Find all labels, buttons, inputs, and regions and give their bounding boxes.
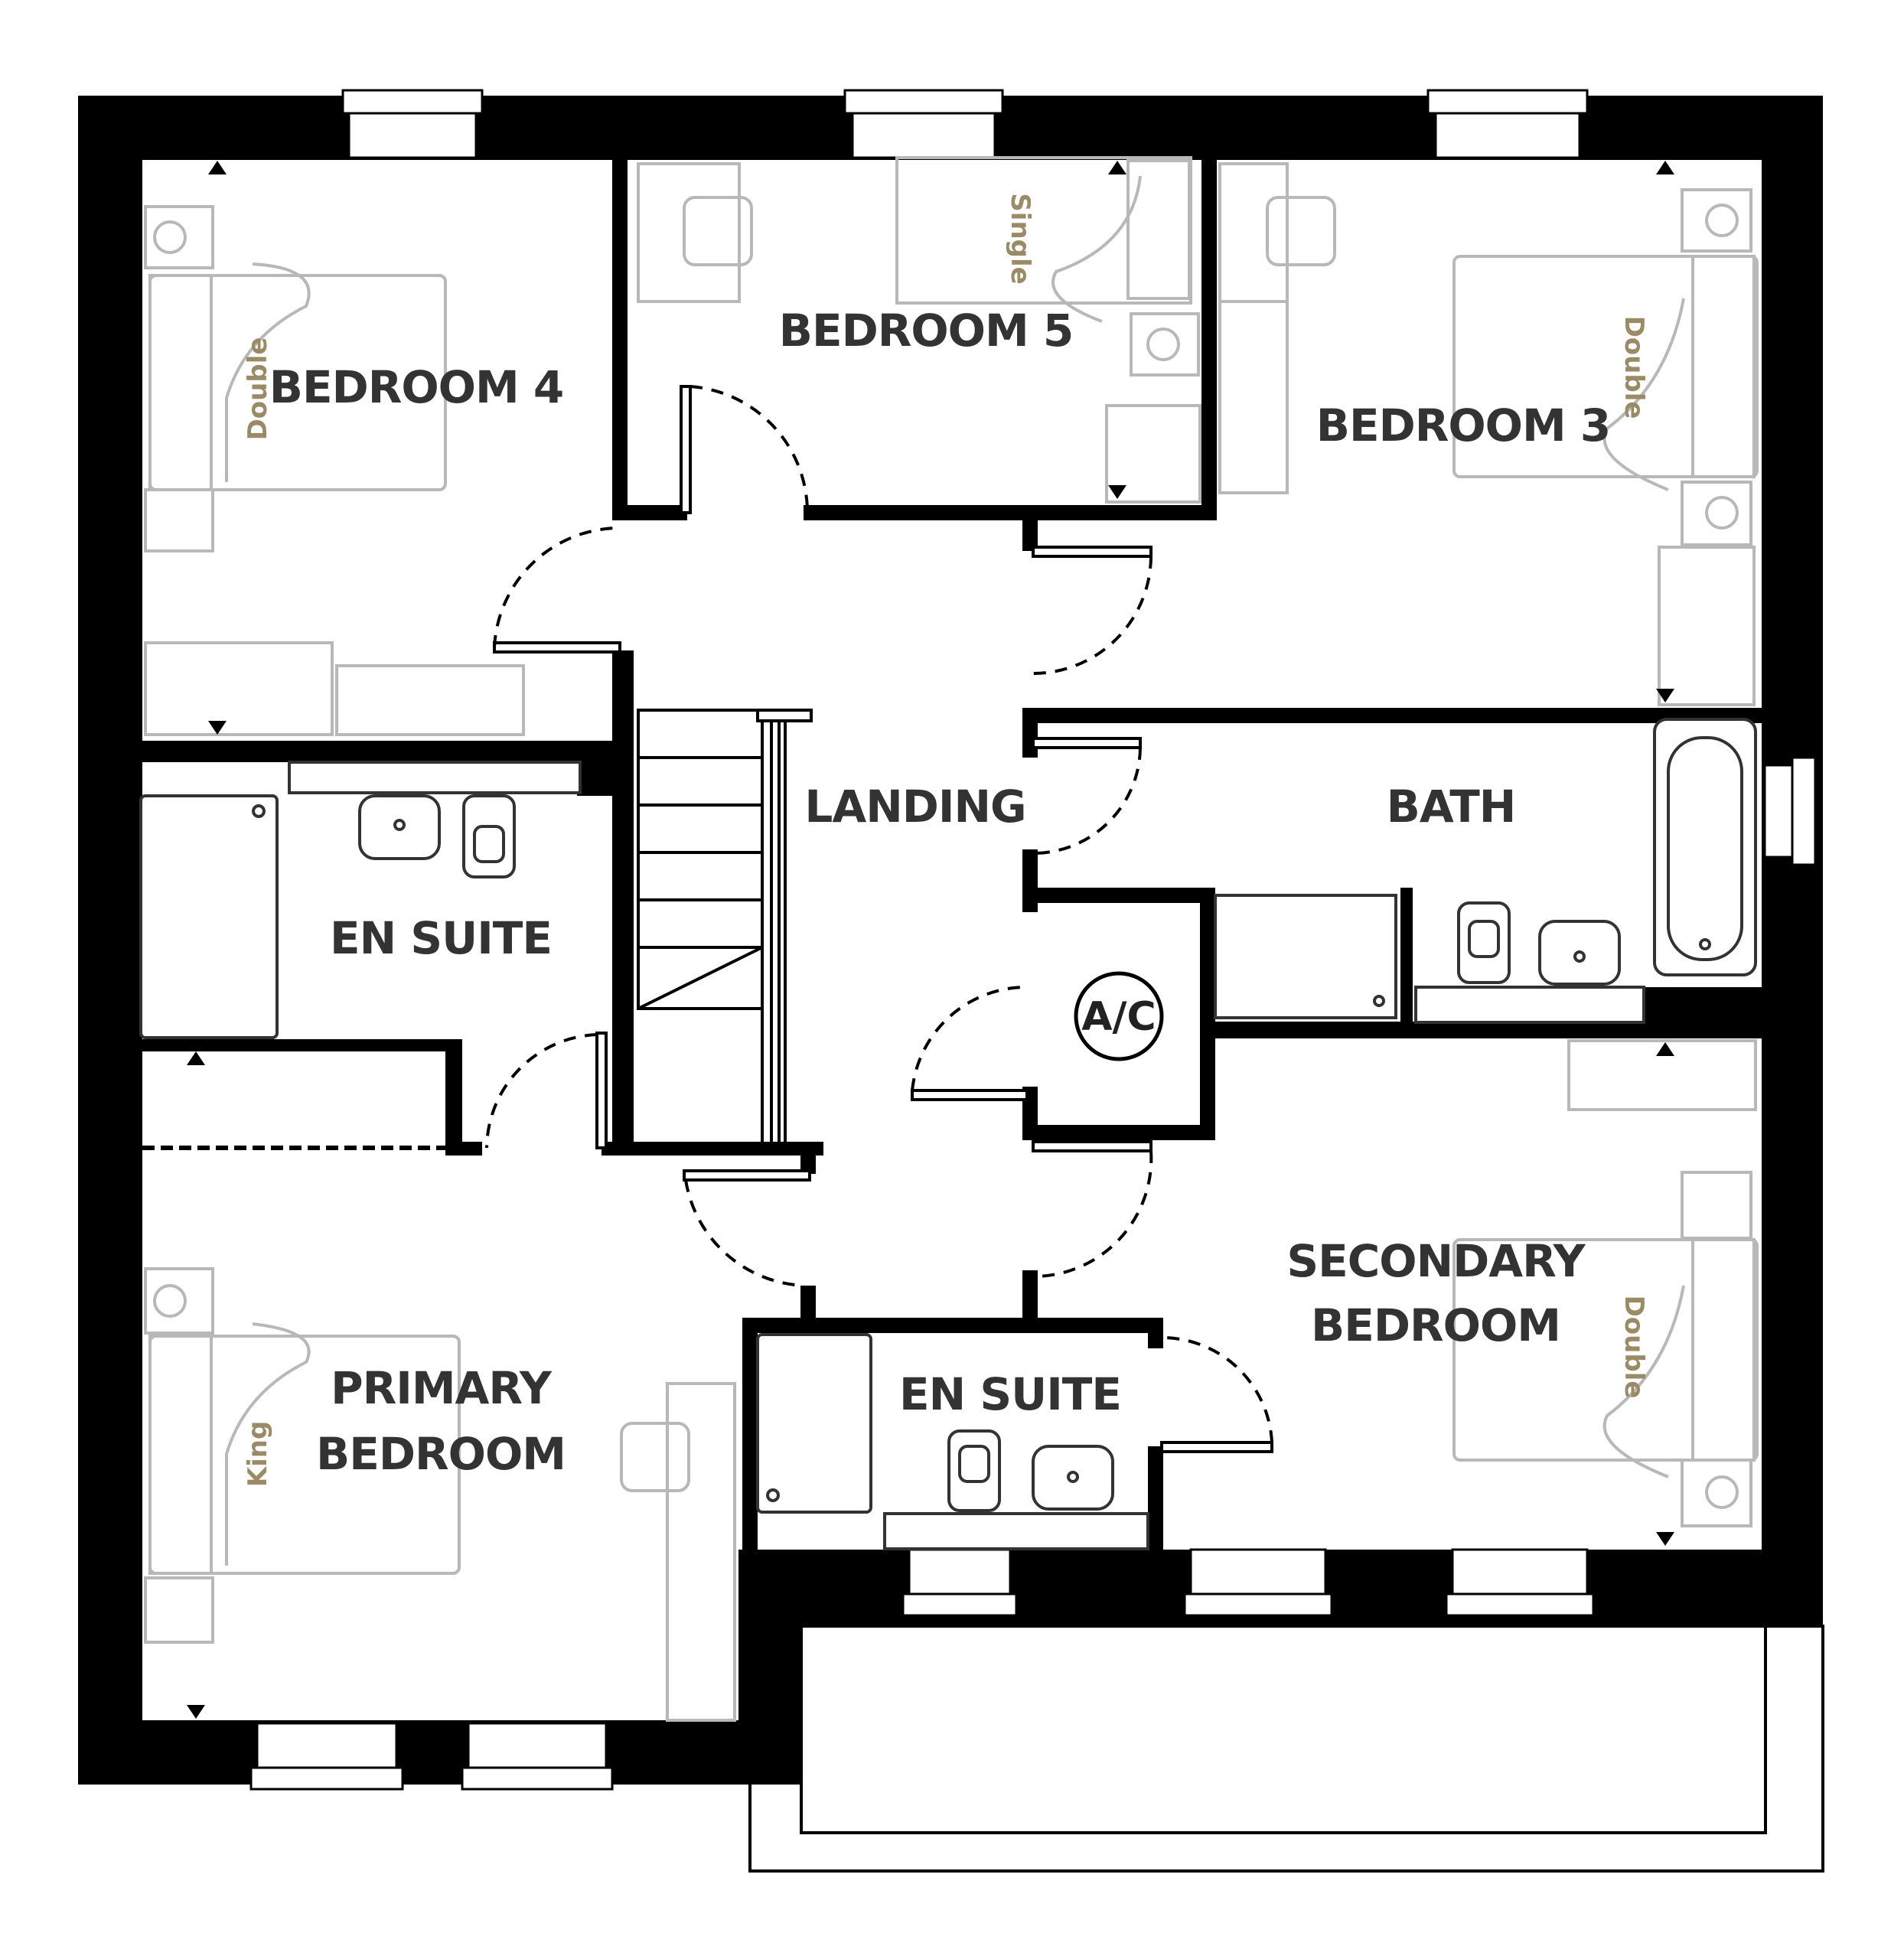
furniture [144, 156, 1759, 1722]
airing-cupboard-label: A/C [1081, 994, 1156, 1040]
bed-label-bedroom-4: Double [243, 337, 273, 441]
airing-cupboard-circle [1074, 971, 1164, 1061]
bed-label-bedroom-5: Single [1005, 193, 1035, 284]
room-label-bedroom-4: BEDROOM 4 [269, 361, 564, 413]
windows [249, 89, 1817, 1791]
doors [485, 385, 1273, 1453]
room-label-landing: LANDING [804, 781, 1025, 833]
room-label-primary-line-2: BEDROOM [316, 1428, 566, 1480]
bed-label-primary: King [243, 1421, 273, 1488]
room-label-en-suite-lower: EN SUITE [899, 1368, 1121, 1420]
bed-label-bedroom-3: Double [1619, 316, 1649, 419]
room-label-en-suite-upper: EN SUITE [330, 912, 552, 964]
room-label-bedroom-5: BEDROOM 5 [779, 305, 1074, 357]
room-label-bath: BATH [1387, 781, 1516, 833]
room-label-primary-line-1: PRIMARY [331, 1362, 553, 1414]
room-label-secondary-line-2: BEDROOM [1311, 1299, 1560, 1351]
fixtures [139, 718, 1757, 1550]
stairs [637, 709, 813, 1149]
bed-label-secondary: Double [1619, 1296, 1649, 1399]
balcony [748, 1625, 1824, 1873]
markers [187, 161, 1674, 1719]
room-label-secondary-line-1: SECONDARY [1286, 1235, 1586, 1287]
room-label-bedroom-3: BEDROOM 3 [1316, 399, 1611, 451]
